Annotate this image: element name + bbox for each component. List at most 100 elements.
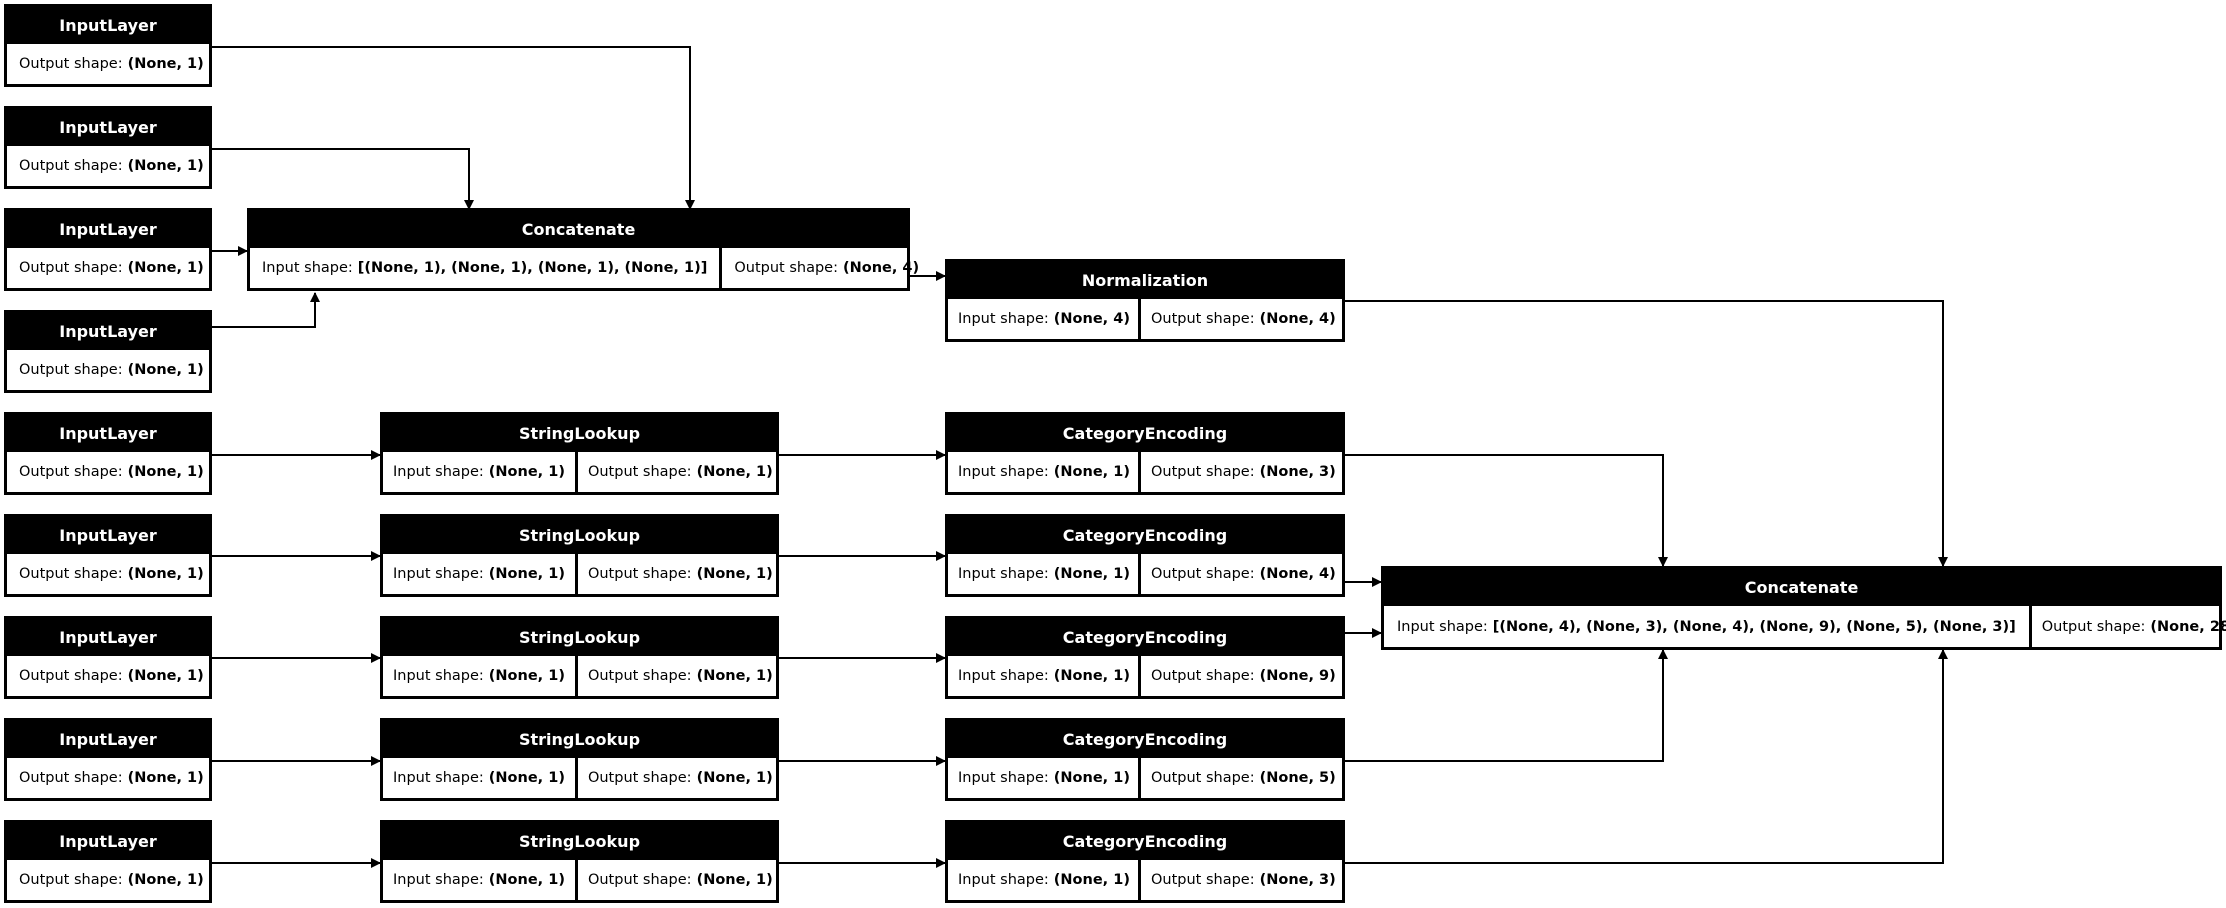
output-shape-label: Output shape: [1151,566,1255,582]
node-title: CategoryEncoding [948,619,1342,656]
node-title: Normalization [948,262,1342,299]
output-shape-value: (None, 1) [127,770,204,786]
node-title: CategoryEncoding [948,415,1342,452]
output-shape-value: (None, 4) [842,260,920,276]
output-shape-value: (None, 28) [2150,618,2226,635]
output-shape-value: (None, 3) [1259,872,1336,888]
output-shape-value: (None, 1) [127,158,204,174]
category-encoding-layer-4: CategoryEncoding Input shape:(None, 1) O… [945,718,1345,801]
output-shape-value: (None, 1) [127,56,204,72]
input-shape-label: Input shape: [958,770,1049,786]
output-shape-cell: Output shape:(None, 5) [1138,758,1346,798]
node-title: Concatenate [1384,569,2219,606]
output-shape-cell: Output shape:(None, 1) [574,656,783,696]
output-shape-value: (None, 1) [696,770,773,786]
input-layer-3: InputLayer Output shape:(None, 1) [4,208,212,291]
category-encoding-layer-2: CategoryEncoding Input shape:(None, 1) O… [945,514,1345,597]
output-shape-value: (None, 3) [1259,464,1336,480]
node-title: InputLayer [7,619,209,656]
input-layer-6: InputLayer Output shape:(None, 1) [4,514,212,597]
output-shape-label: Output shape: [19,668,123,684]
output-shape-cell: Output shape:(None, 1) [7,350,216,390]
normalization-layer: Normalization Input shape:(None, 4) Outp… [945,259,1345,342]
input-shape-cell: Input shape:(None, 4) [948,299,1138,339]
output-shape-value: (None, 1) [127,464,204,480]
input-layer-7: InputLayer Output shape:(None, 1) [4,616,212,699]
output-shape-value: (None, 4) [1259,311,1336,327]
edge-ce4-concat2 [1345,649,1668,762]
node-title: InputLayer [7,109,209,146]
input-shape-label: Input shape: [393,770,484,786]
output-shape-cell: Output shape:(None, 9) [1138,656,1346,696]
output-shape-cell: Output shape:(None, 28) [2028,606,2226,647]
node-title: InputLayer [7,313,209,350]
output-shape-cell: Output shape:(None, 1) [7,554,216,594]
input-shape-cell: Input shape:(None, 1) [948,860,1138,900]
output-shape-label: Output shape: [19,260,123,276]
category-encoding-layer-5: CategoryEncoding Input shape:(None, 1) O… [945,820,1345,903]
category-encoding-layer-1: CategoryEncoding Input shape:(None, 1) O… [945,412,1345,495]
output-shape-value: (None, 1) [696,668,773,684]
input-shape-label: Input shape: [393,872,484,888]
input-shape-cell: Input shape:(None, 1) [383,758,575,798]
output-shape-value: (None, 1) [127,362,204,378]
input-shape-cell: Input shape:(None, 1) [948,758,1138,798]
input-shape-label: Input shape: [393,668,484,684]
node-title: CategoryEncoding [948,823,1342,860]
output-shape-label: Output shape: [734,260,838,276]
input-shape-label: Input shape: [958,872,1049,888]
input-layer-2: InputLayer Output shape:(None, 1) [4,106,212,189]
output-shape-cell: Output shape:(None, 1) [7,860,216,900]
output-shape-label: Output shape: [587,770,692,786]
output-shape-label: Output shape: [19,362,123,378]
input-shape-value: (None, 1) [488,872,565,888]
edge-norm-concat2 [1345,300,1948,567]
input-shape-label: Input shape: [262,260,353,276]
edge-ce5-concat2 [1345,649,1948,864]
output-shape-label: Output shape: [587,566,692,582]
input-shape-cell: Input shape:(None, 1) [383,452,575,492]
input-shape-label: Input shape: [958,311,1049,327]
node-title: StringLookup [383,721,776,758]
string-lookup-layer-5: StringLookup Input shape:(None, 1) Outpu… [380,820,779,903]
string-lookup-layer-4: StringLookup Input shape:(None, 1) Outpu… [380,718,779,801]
input-layer-4: InputLayer Output shape:(None, 1) [4,310,212,393]
node-title: InputLayer [7,721,209,758]
output-shape-value: (None, 1) [127,566,204,582]
output-shape-label: Output shape: [1151,872,1255,888]
input-shape-value: (None, 1) [488,668,565,684]
output-shape-value: (None, 1) [696,464,773,480]
node-title: CategoryEncoding [948,517,1342,554]
output-shape-label: Output shape: [587,464,692,480]
string-lookup-layer-3: StringLookup Input shape:(None, 1) Outpu… [380,616,779,699]
output-shape-cell: Output shape:(None, 1) [574,758,783,798]
output-shape-label: Output shape: [1151,770,1255,786]
node-title: InputLayer [7,415,209,452]
input-shape-label: Input shape: [958,668,1049,684]
output-shape-cell: Output shape:(None, 1) [574,860,783,900]
input-shape-cell: Input shape:(None, 1) [948,656,1138,696]
input-layer-8: InputLayer Output shape:(None, 1) [4,718,212,801]
input-shape-value: (None, 1) [1053,464,1130,480]
input-shape-cell: Input shape:(None, 1) [383,554,575,594]
output-shape-label: Output shape: [1151,464,1255,480]
output-shape-label: Output shape: [2041,618,2146,635]
output-shape-label: Output shape: [587,668,692,684]
edge-ce1-concat2 [1345,454,1668,567]
output-shape-cell: Output shape:(None, 1) [7,146,216,186]
output-shape-value: (None, 9) [1259,668,1336,684]
node-title: StringLookup [383,619,776,656]
output-shape-cell: Output shape:(None, 3) [1138,860,1346,900]
output-shape-cell: Output shape:(None, 4) [1138,554,1346,594]
input-shape-value: (None, 1) [1053,668,1130,684]
output-shape-cell: Output shape:(None, 3) [1138,452,1346,492]
node-title: Concatenate [250,211,907,248]
string-lookup-layer-1: StringLookup Input shape:(None, 1) Outpu… [380,412,779,495]
node-title: InputLayer [7,823,209,860]
input-shape-value: [(None, 1), (None, 1), (None, 1), (None,… [357,260,708,276]
edge-in4-concat1 [212,292,320,328]
category-encoding-layer-3: CategoryEncoding Input shape:(None, 1) O… [945,616,1345,699]
output-shape-cell: Output shape:(None, 1) [7,248,216,288]
input-shape-cell: Input shape:(None, 1) [948,554,1138,594]
node-title: InputLayer [7,7,209,44]
